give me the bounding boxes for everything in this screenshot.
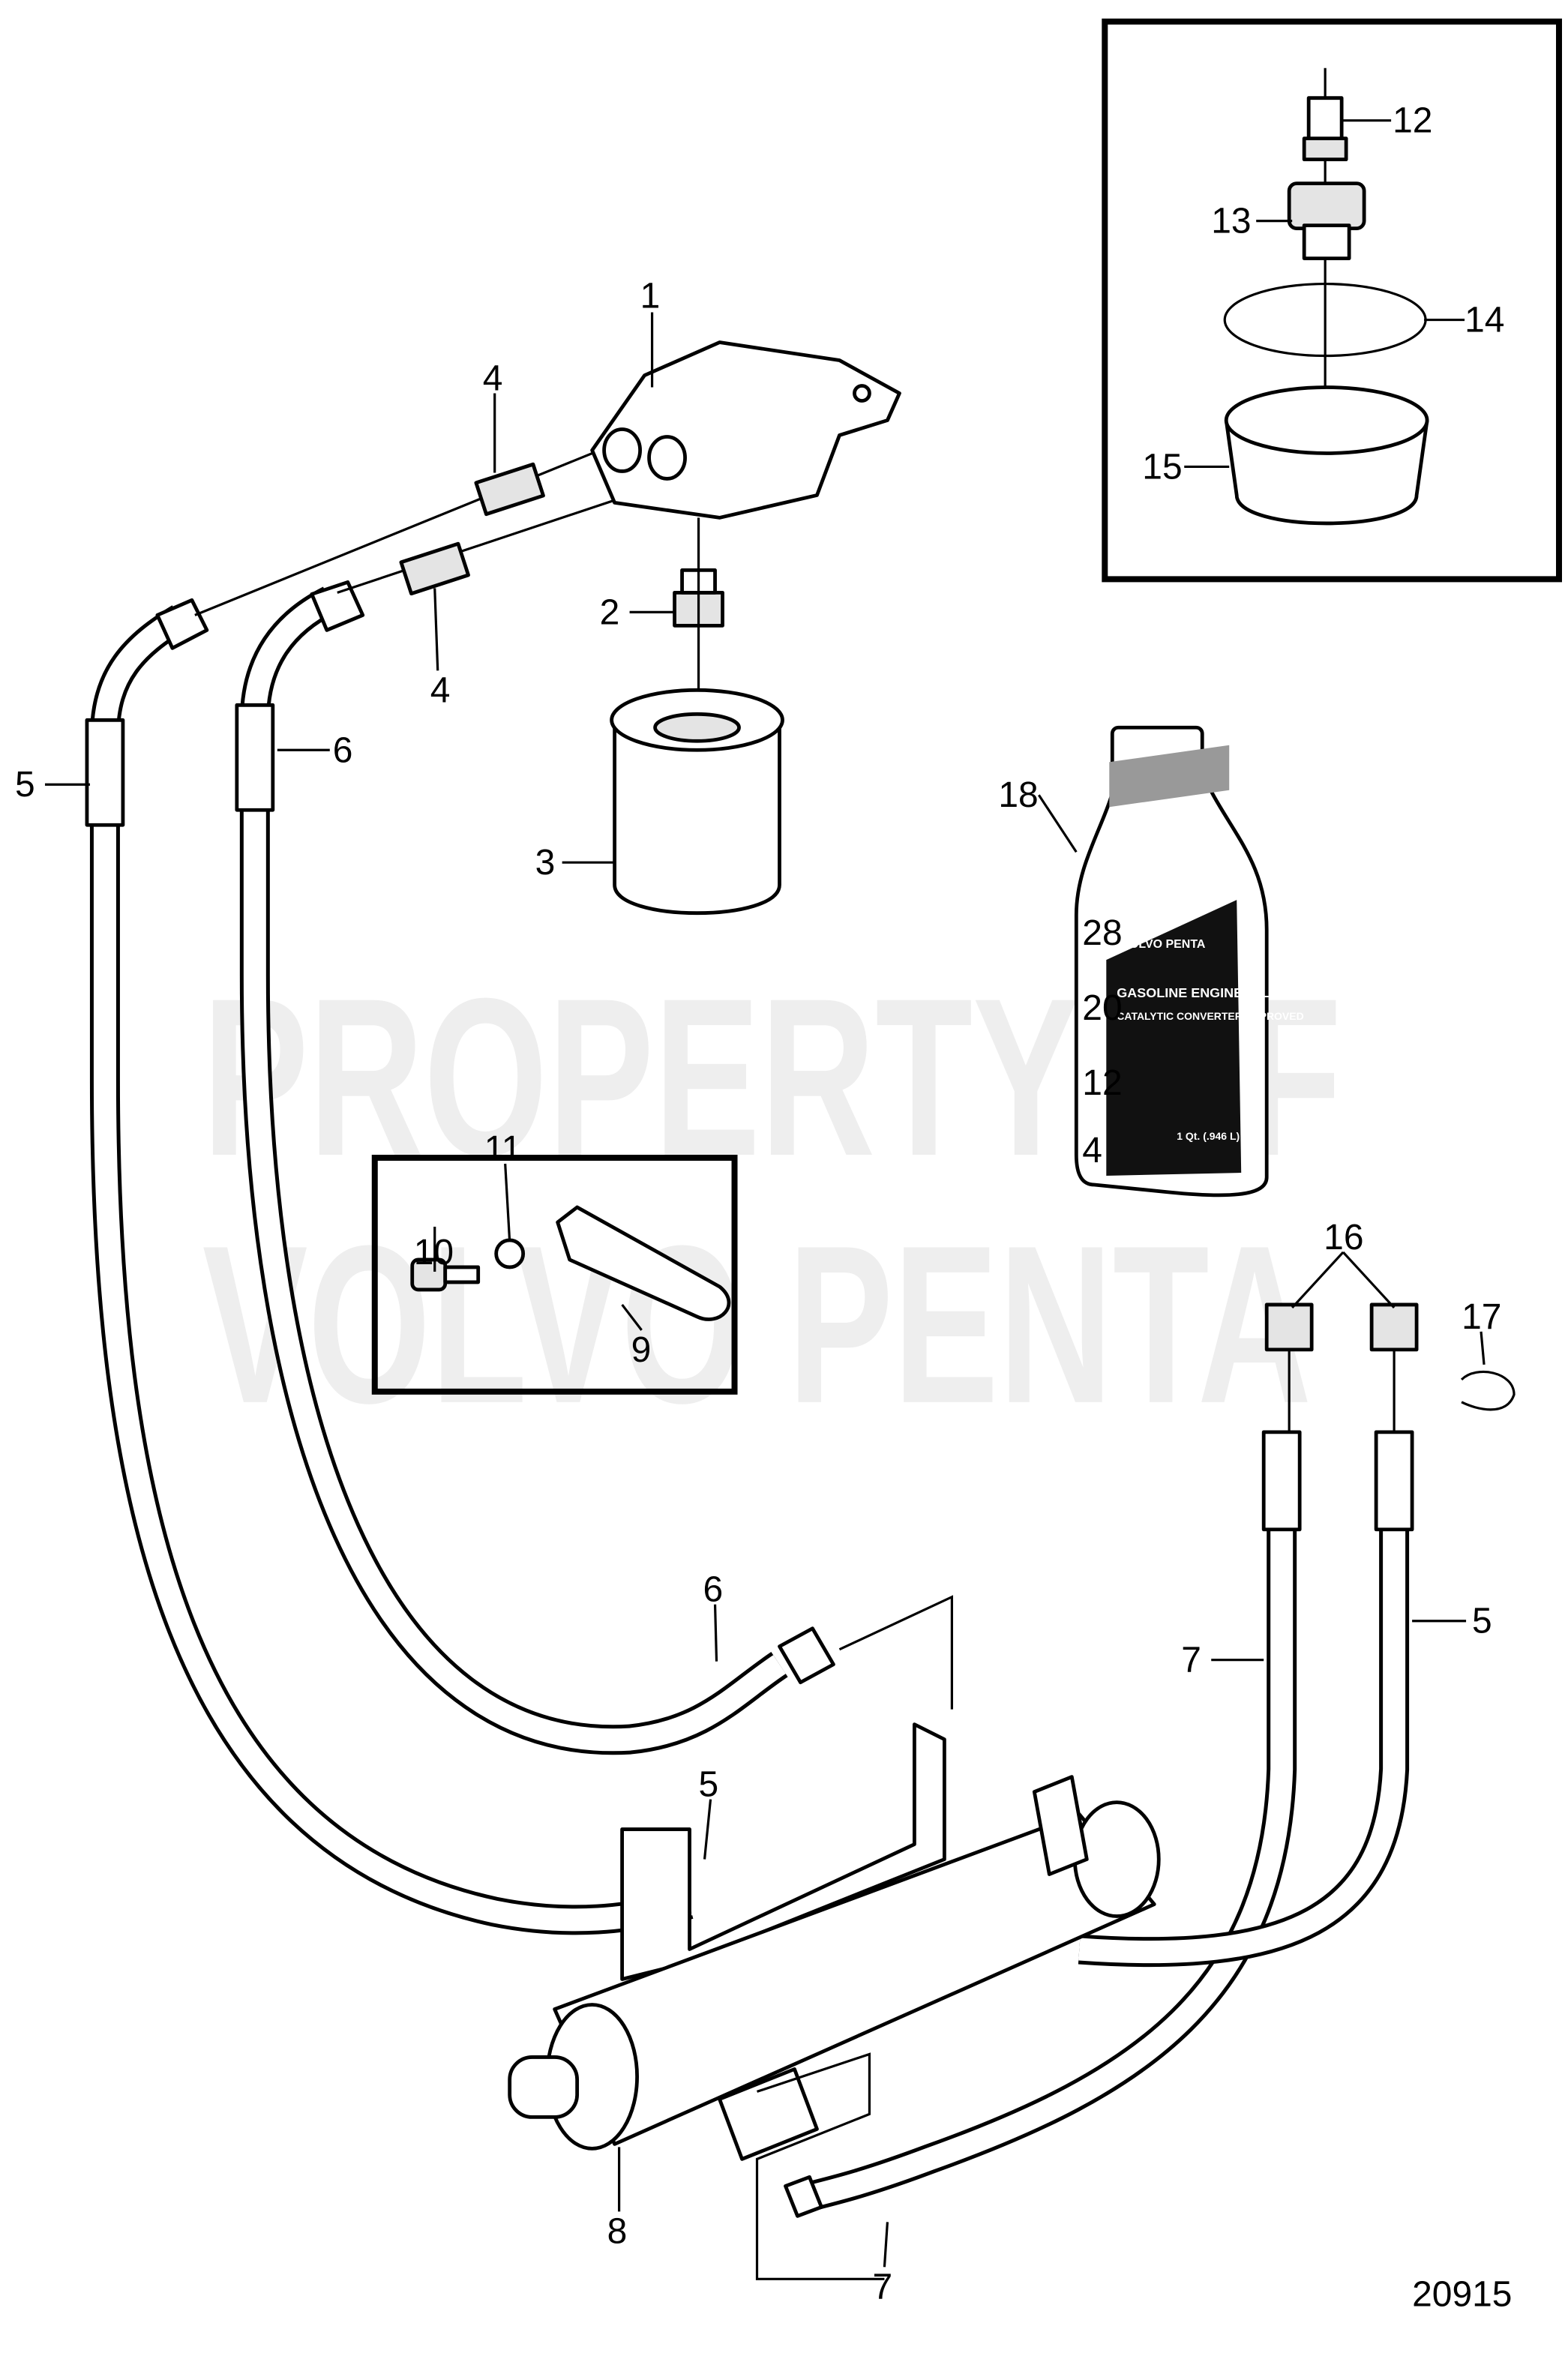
callout-7-right: 7 [1181, 1641, 1201, 1680]
figure-number: 20915 [1412, 2274, 1512, 2314]
callout-12: 12 [1393, 101, 1432, 141]
oil-filter-3 [610, 688, 784, 916]
hose-7-right [784, 1430, 1302, 2218]
adaptor-4-lower [399, 541, 470, 596]
callout-2: 2 [600, 592, 620, 632]
bottle-brand: VOLVO PENTA [1121, 938, 1206, 951]
hose-5-left [85, 598, 694, 1935]
callout-7-bottom: 7 [872, 2267, 892, 2307]
bottle-scale-28: 28 [1082, 913, 1122, 953]
callout-14: 14 [1465, 301, 1504, 340]
callout-5-right: 5 [1472, 1602, 1492, 1641]
callout-1: 1 [640, 277, 661, 316]
adaptor-4-upper [474, 462, 545, 517]
watermark-line2: VOLVO PENTA [202, 1199, 1312, 1450]
bottle-subtitle: CATALYTIC CONVERTER APPROVED [1117, 1010, 1303, 1022]
callout-6-bottom: 6 [703, 1570, 724, 1610]
callout-3: 3 [535, 843, 556, 883]
callout-5-middle: 5 [699, 1765, 719, 1805]
clip-17 [1460, 1370, 1516, 1411]
bracket-9 [410, 1205, 731, 1321]
hose-5-right [1078, 1430, 1414, 1968]
oil-bottle-18: GASOLINE ENGINE OIL CATALYTIC CONVERTER … [1074, 725, 1304, 1197]
nipples-16 [1264, 1302, 1419, 1432]
nipple-2 [673, 517, 724, 706]
callout-4-lower: 4 [430, 670, 451, 710]
oil-cooler-8 [508, 1595, 1161, 2280]
callout-16: 16 [1324, 1218, 1363, 1257]
oil-filter-head [590, 340, 901, 520]
callout-5-left: 5 [15, 765, 35, 805]
bracket-inset-box [371, 1155, 738, 1395]
callout-11: 11 [484, 1129, 522, 1169]
callout-leaders [44, 119, 1486, 2268]
callout-8: 8 [607, 2211, 628, 2251]
callout-9: 9 [631, 1330, 652, 1370]
callout-10: 10 [414, 1233, 454, 1272]
bottle-scale-20: 20 [1082, 988, 1122, 1028]
bottle-scale-12: 12 [1082, 1063, 1122, 1103]
hose-6-left [235, 580, 835, 1755]
bottle-volume: 1 Qt. (.946 L) [1177, 1130, 1240, 1142]
inset-box [1102, 18, 1563, 583]
callout-18: 18 [998, 775, 1038, 815]
callout-13: 13 [1211, 202, 1251, 241]
callout-6-left: 6 [333, 730, 353, 770]
bottle-product: GASOLINE ENGINE OIL [1117, 985, 1269, 1000]
callout-4-upper: 4 [483, 359, 503, 399]
callout-15: 15 [1142, 447, 1182, 487]
callout-17: 17 [1462, 1297, 1501, 1337]
bottle-scale-4: 4 [1082, 1131, 1102, 1171]
callout-labels: 1 2 3 4 4 5 6 18 12 13 14 15 10 11 9 16 … [15, 101, 1504, 2307]
